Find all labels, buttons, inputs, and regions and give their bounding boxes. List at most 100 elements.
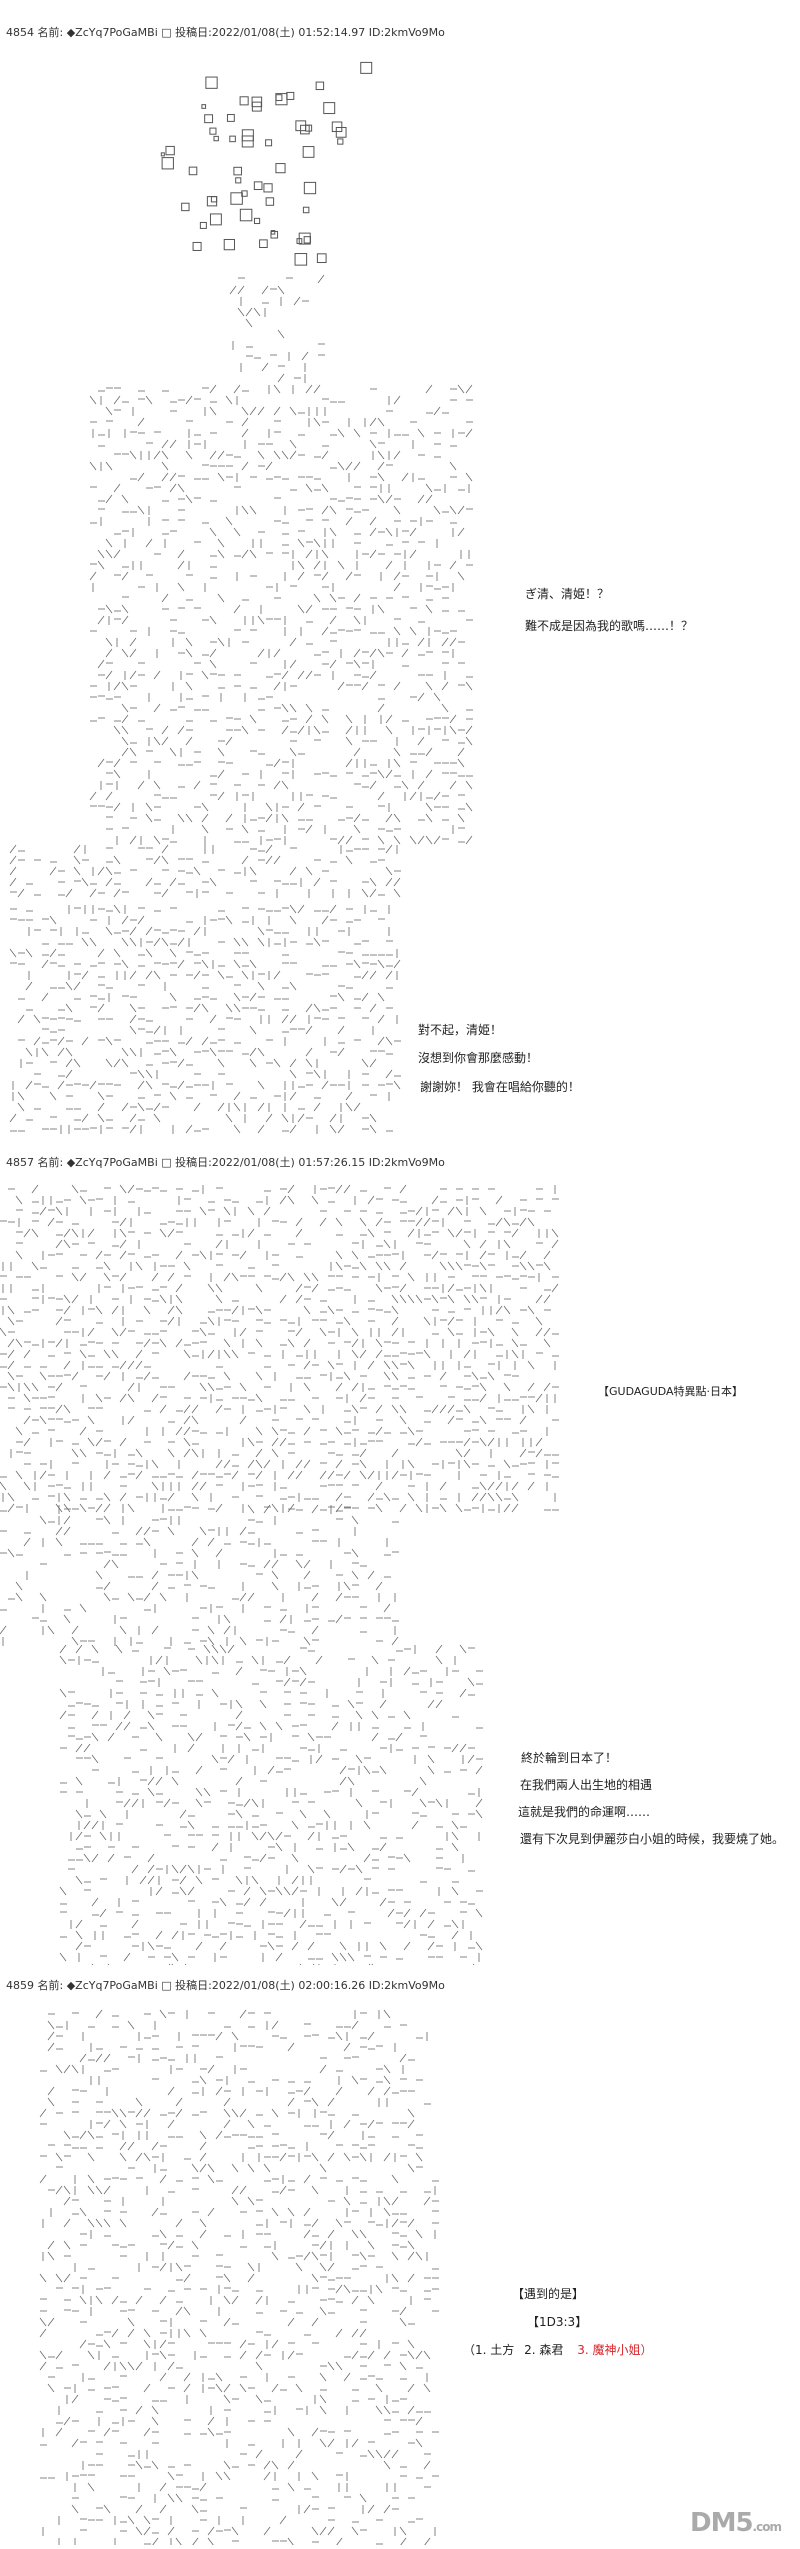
ascii-stroke [391,2449,399,2459]
ascii-stroke [169,483,177,493]
ascii-stroke [375,1581,383,1591]
ascii-stroke [343,1316,351,1326]
ascii-stroke [215,2086,223,2096]
ascii-stroke [305,866,313,876]
ascii-stroke [383,1261,391,1271]
ascii-stroke [129,670,137,680]
ascii-stroke [105,1058,113,1068]
ascii-stroke [543,1382,551,1392]
ascii-stroke [187,1732,195,1742]
ascii-stroke [263,2471,271,2481]
ascii-stroke [385,494,393,504]
ascii-stroke [311,1195,319,1205]
ascii-stroke [201,802,209,812]
ascii-stroke [245,307,253,317]
ascii-stroke [367,1570,375,1580]
ascii-stroke [147,1941,155,1951]
ascii-stroke [427,1699,435,1709]
ascii-stroke [535,1393,543,1403]
ascii-stroke [345,855,353,865]
ascii-stroke [195,1787,203,1797]
ascii-stroke [203,1644,211,1654]
ascii-stroke [457,384,465,394]
ascii-stroke [335,2284,343,2294]
ascii-stroke [425,494,433,504]
ascii-stroke [75,1930,83,1940]
ascii-stroke [289,703,297,713]
ascii-stroke [107,1853,115,1863]
ascii-stroke [327,2361,335,2371]
ascii-stroke [287,2317,295,2327]
ascii-stroke [377,703,385,713]
dialogue-line: 這就是我們的命運啊…… [518,1805,651,1819]
ascii-stroke [299,1963,302,1965]
ascii-stroke [217,769,225,779]
ascii-stroke [185,813,193,823]
ascii-stroke [393,1080,401,1090]
ascii-stroke [355,1754,363,1764]
ascii-stroke [283,1655,291,1665]
ascii-stroke [391,2251,399,2261]
ascii-stroke [305,604,313,614]
ascii-stroke [303,2086,311,2096]
ascii-stroke [171,1930,179,1940]
ascii-stroke [39,2317,47,2327]
ascii-stroke [135,2097,143,2107]
ascii-stroke [233,527,241,537]
ascii-stroke [351,1515,359,1525]
ascii-stroke [127,1503,135,1513]
ascii-stroke [7,1338,15,1348]
ascii-stroke [151,1581,159,1591]
ascii-stroke [103,1592,111,1602]
square-mark [205,76,218,89]
ascii-stroke [79,1603,87,1613]
ascii-stroke [137,1102,145,1112]
ascii-stroke [415,2416,423,2426]
ascii-stroke [327,2438,335,2448]
ascii-stroke [183,1437,191,1447]
ascii-stroke [451,1886,459,1896]
ascii-stroke [239,1415,247,1425]
ascii-stroke [375,1404,383,1414]
ascii-stroke [91,1644,99,1654]
ascii-stroke [95,1393,103,1403]
ascii-stroke [199,1327,207,1337]
ascii-stroke [201,1003,209,1013]
ascii-stroke [95,2295,103,2305]
ascii-stroke [15,1470,23,1480]
ascii-stroke [217,637,225,647]
ascii-stroke [231,2196,239,2206]
ascii-stroke [433,505,441,515]
ascii-stroke [243,1886,251,1896]
square-mark [209,127,217,135]
ascii-stroke [351,2438,359,2448]
ascii-stroke [119,2218,127,2228]
ascii-stroke [419,1776,427,1786]
ascii-stroke [143,2108,151,2118]
ascii-stroke [103,2361,111,2371]
ascii-stroke [275,1831,283,1841]
ascii-stroke [111,1327,119,1337]
ascii-stroke [87,1327,95,1337]
ascii-stroke [465,384,473,394]
ascii-stroke [121,615,129,625]
ascii-stroke [159,2504,167,2514]
ascii-stroke [367,2504,375,2514]
ascii-stroke [279,1272,287,1282]
ascii-stroke [15,1250,23,1260]
ascii-stroke [303,1382,311,1392]
ascii-stroke [535,1437,543,1447]
ascii-stroke [435,1798,443,1808]
ascii-stroke [169,877,177,887]
ascii-stroke [367,1195,375,1205]
ascii-stroke [275,1842,283,1852]
ascii-stroke [81,877,89,887]
ascii-stroke [417,692,425,702]
ascii-stroke [407,2273,415,2283]
ascii-stroke [199,1206,207,1216]
ascii-stroke [311,2152,319,2162]
ascii-stroke [277,329,285,339]
ascii-stroke [535,1448,543,1458]
ascii-stroke [71,2438,79,2448]
ascii-stroke [369,888,377,898]
